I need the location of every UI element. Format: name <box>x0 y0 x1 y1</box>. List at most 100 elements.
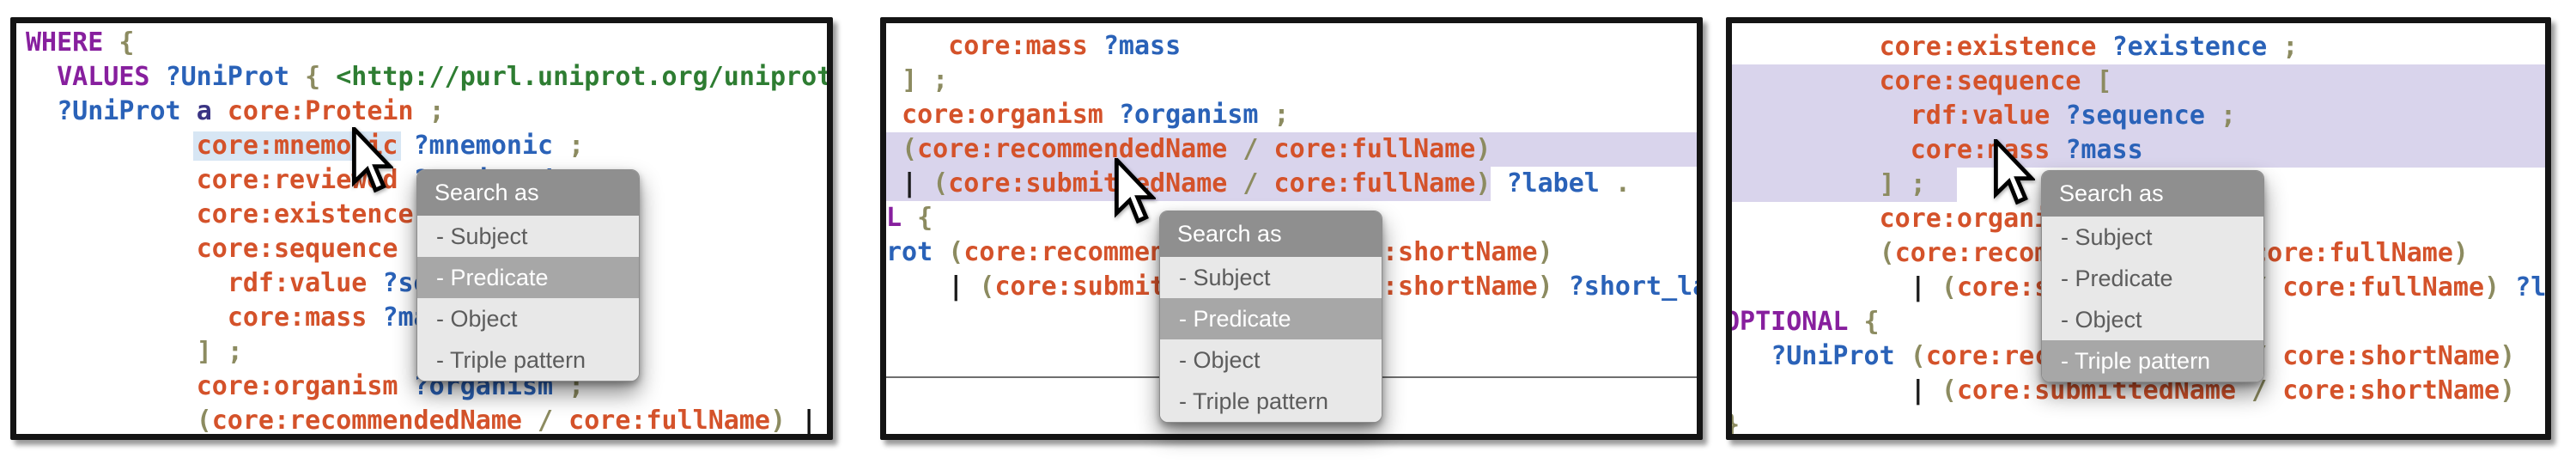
selection-highlight <box>1732 168 1957 202</box>
menu-item-subject[interactable]: - Subject <box>417 216 639 257</box>
code-token-plain <box>1732 32 1880 62</box>
code-token-alt: | <box>1910 272 1926 302</box>
code-token-pn: core:fullName <box>568 406 770 434</box>
code-token-plain <box>1732 169 1880 199</box>
code-token-p: ; <box>2204 101 2237 131</box>
code-token-plain <box>1732 204 1880 234</box>
mouse-cursor-icon <box>1113 155 1157 235</box>
code-token-var: ?label <box>1506 168 1600 198</box>
code-line: VALUES ?UniProt { <http://purl.uniprot.o… <box>26 60 827 95</box>
mouse-cursor-icon <box>350 124 395 205</box>
code-token-p: ) <box>1475 168 1492 198</box>
code-token-p: { <box>1848 307 1880 337</box>
code-token-p: ] ; <box>1879 169 1926 199</box>
code-token-p: { <box>103 27 135 58</box>
code-token-p: ) <box>2500 375 2516 406</box>
code-token-p: / <box>521 406 569 434</box>
menu-item-object[interactable]: - Object <box>1160 339 1382 381</box>
code-token-p: ( <box>1941 375 1957 406</box>
code-line: (core:recommendedName / core:fullName) | <box>26 404 817 434</box>
code-token-plain <box>1088 31 1103 61</box>
code-token-var: ?sequence <box>2065 101 2205 131</box>
selection-highlight <box>886 132 1697 167</box>
menu-item-triple-pattern[interactable]: - Triple pattern <box>2042 340 2263 382</box>
menu-item-predicate[interactable]: - Predicate <box>1160 298 1382 339</box>
code-token-plain <box>1926 272 1941 302</box>
menu-header: Search as <box>417 170 639 216</box>
code-token-pn: core:organism <box>196 371 398 401</box>
menu-item-triple-pattern[interactable]: - Triple pattern <box>1160 381 1382 422</box>
code-token-var: ?existence <box>2111 32 2268 62</box>
code-token-p: { <box>289 62 337 92</box>
code-token-p: ) <box>2484 272 2500 302</box>
code-token-plain <box>26 234 197 264</box>
code-line: ] ; <box>26 335 243 369</box>
code-token-pn: core:fullName <box>1273 168 1476 198</box>
code-token-plain <box>886 134 902 164</box>
code-token-p: / <box>1227 168 1274 198</box>
code-token-p: ( <box>933 168 949 198</box>
code-token-pn: core:mass <box>948 31 1088 61</box>
menu-item-triple-pattern[interactable]: - Triple pattern <box>417 339 639 381</box>
code-token-plain <box>26 268 228 298</box>
code-token-pn: core:sequence <box>196 234 398 264</box>
code-line: ?UniProt a core:Protein ; <box>26 95 445 129</box>
mouse-cursor-icon <box>1992 136 2037 217</box>
menu-header: Search as <box>2042 171 2263 217</box>
code-token-plain <box>398 371 414 401</box>
code-token-p: / <box>1227 134 1274 164</box>
code-token-plain <box>1732 135 1911 165</box>
code-token-p: ( <box>1879 238 1895 268</box>
code-token-p: } <box>1732 410 1740 434</box>
code-token-atype: a <box>196 96 212 126</box>
code-line: OPTIONAL { <box>1732 305 1880 339</box>
code-token-plain <box>886 65 902 95</box>
menu-item-subject[interactable]: - Subject <box>1160 257 1382 298</box>
code-token-p: ( <box>948 237 964 267</box>
menu-item-subject[interactable]: - Subject <box>2042 217 2263 258</box>
code-token-plain <box>886 272 948 302</box>
code-token-p: [ <box>2081 66 2112 96</box>
code-line: core:mass ?mass <box>886 29 1181 64</box>
code-token-pn: core:existence <box>196 199 414 229</box>
search-as-context-menu: Search as- Subject- Predicate- Object- T… <box>416 169 640 382</box>
code-token-p: ] ; <box>196 337 243 367</box>
code-token-p: ) <box>769 406 787 434</box>
menu-item-object[interactable]: - Object <box>2042 299 2263 340</box>
code-token-plain <box>398 131 414 161</box>
menu-item-object[interactable]: - Object <box>417 298 639 339</box>
code-token-kw: VALUES <box>57 62 150 92</box>
code-token-pn: rdf:value <box>1910 101 2050 131</box>
code-token-p: ) <box>2500 341 2516 371</box>
search-as-context-menu: Search as- Subject- Predicate- Object- T… <box>1159 211 1382 423</box>
code-token-plain <box>1553 272 1569 302</box>
selection-highlight <box>1732 99 2545 133</box>
code-token-plain <box>26 337 197 367</box>
code-token-pn: core:fullName <box>2251 238 2453 268</box>
selection-highlight <box>1732 64 2545 99</box>
code-token-p: ( <box>979 272 995 302</box>
menu-item-predicate[interactable]: - Predicate <box>417 257 639 298</box>
code-token-plain <box>1895 341 1911 371</box>
code-token-alt: | <box>948 272 964 302</box>
code-token-var: ?organism <box>1118 100 1259 130</box>
code-line: core:sequence [ <box>26 232 429 266</box>
code-token-p: ) <box>1475 134 1492 164</box>
code-token-pn: core:submittedName <box>948 168 1228 198</box>
menu-item-predicate[interactable]: - Predicate <box>2042 258 2263 299</box>
code-line: L { <box>886 201 933 235</box>
code-line: ] ; <box>886 64 948 98</box>
code-token-var: rot <box>886 237 933 267</box>
code-line: core:mass ?mass <box>1732 133 2143 168</box>
code-token-plain <box>1732 341 1771 371</box>
code-line: core:mnemonic ?mnemonic ; <box>26 129 585 163</box>
code-token-plain <box>26 302 228 333</box>
code-token-plain <box>367 268 382 298</box>
code-token-plain <box>2500 272 2515 302</box>
code-token-var: ?mass <box>2065 135 2143 165</box>
code-token-pn: core:recommendedName <box>917 134 1228 164</box>
code-line: core:mass ?mass <box>26 301 460 335</box>
code-token-plain <box>1732 375 1911 406</box>
code-token-plain <box>367 302 382 333</box>
